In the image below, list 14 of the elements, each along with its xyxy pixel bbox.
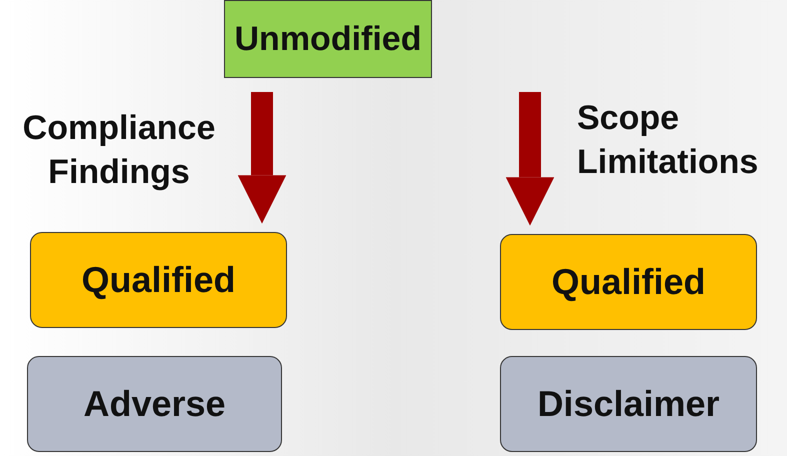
opinion-label: Qualified	[81, 259, 236, 301]
opinion-card	[30, 232, 287, 328]
opinion-card	[500, 356, 757, 452]
opinion-card	[27, 356, 282, 452]
opinion-label: Disclaimer	[537, 383, 720, 425]
edge-label: Scope Limitations	[577, 98, 760, 183]
opinion-box	[224, 0, 432, 78]
opinion-label: Qualified	[551, 261, 706, 303]
down-arrow	[238, 92, 286, 224]
edge-label: Compliance Findings	[22, 108, 216, 193]
down-arrow	[506, 92, 554, 226]
opinion-label: Unmodified	[234, 20, 422, 58]
opinion-label: Adverse	[83, 383, 226, 425]
opinion-card	[500, 234, 757, 330]
